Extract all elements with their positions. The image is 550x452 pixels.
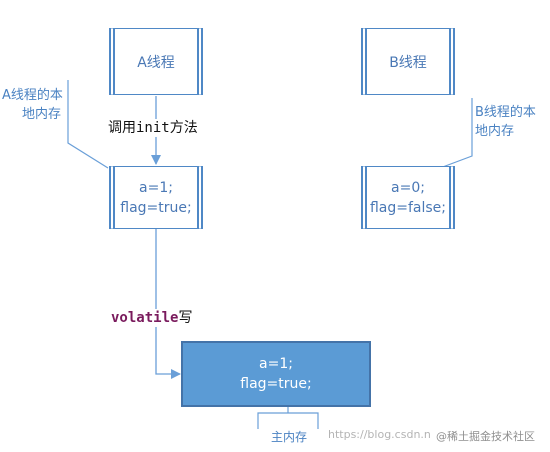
thread-b-note: B线程的本 地内存 [475, 103, 536, 141]
juejin-watermark: @稀土掘金技术社区 [436, 430, 535, 443]
call-init-label: 调用init方法 [106, 119, 200, 137]
thread-a-note-line2: 地内存 [22, 107, 62, 122]
main-memory-label: 主内存 [271, 430, 308, 444]
thread-b-local-memory: a=0; flag=false; [361, 166, 455, 229]
volatile-write-label: volatile写 [109, 309, 195, 327]
main-memory-box: a=1; flag=true; [181, 341, 371, 407]
thread-a-note-line1: A线程的本 [2, 88, 63, 103]
thread-a-box: A线程 [109, 28, 203, 95]
call-init-suffix: 方法 [169, 120, 198, 136]
main-memory-a: a=1; [259, 356, 293, 372]
thread-a-local-a: a=1; [139, 179, 173, 196]
volatile-keyword: volatile [111, 310, 179, 326]
note-bracket-a [67, 80, 109, 169]
csdn-watermark: https://blog.csdn.n [328, 428, 431, 441]
thread-a-label: A线程 [137, 54, 175, 71]
main-memory-bracket [257, 412, 319, 429]
call-init-method: init [136, 120, 170, 136]
thread-b-box: B线程 [361, 28, 455, 95]
volatile-write-suffix: 写 [178, 310, 193, 326]
volatile-write-arrow [155, 229, 181, 379]
thread-a-local-memory: a=1; flag=true; [109, 166, 203, 229]
thread-b-note-line1: B线程的本 [475, 105, 536, 120]
note-bracket-b [439, 98, 473, 169]
thread-a-note: A线程的本 地内存 [2, 86, 63, 124]
thread-b-note-line2: 地内存 [475, 124, 515, 139]
thread-b-local-a: a=0; [391, 179, 425, 196]
thread-b-label: B线程 [389, 54, 427, 71]
thread-a-local-flag: flag=true; [120, 199, 192, 216]
call-init-prefix: 调用 [108, 120, 136, 136]
thread-b-local-flag: flag=false; [369, 199, 447, 216]
main-memory-flag: flag=true; [240, 376, 312, 392]
